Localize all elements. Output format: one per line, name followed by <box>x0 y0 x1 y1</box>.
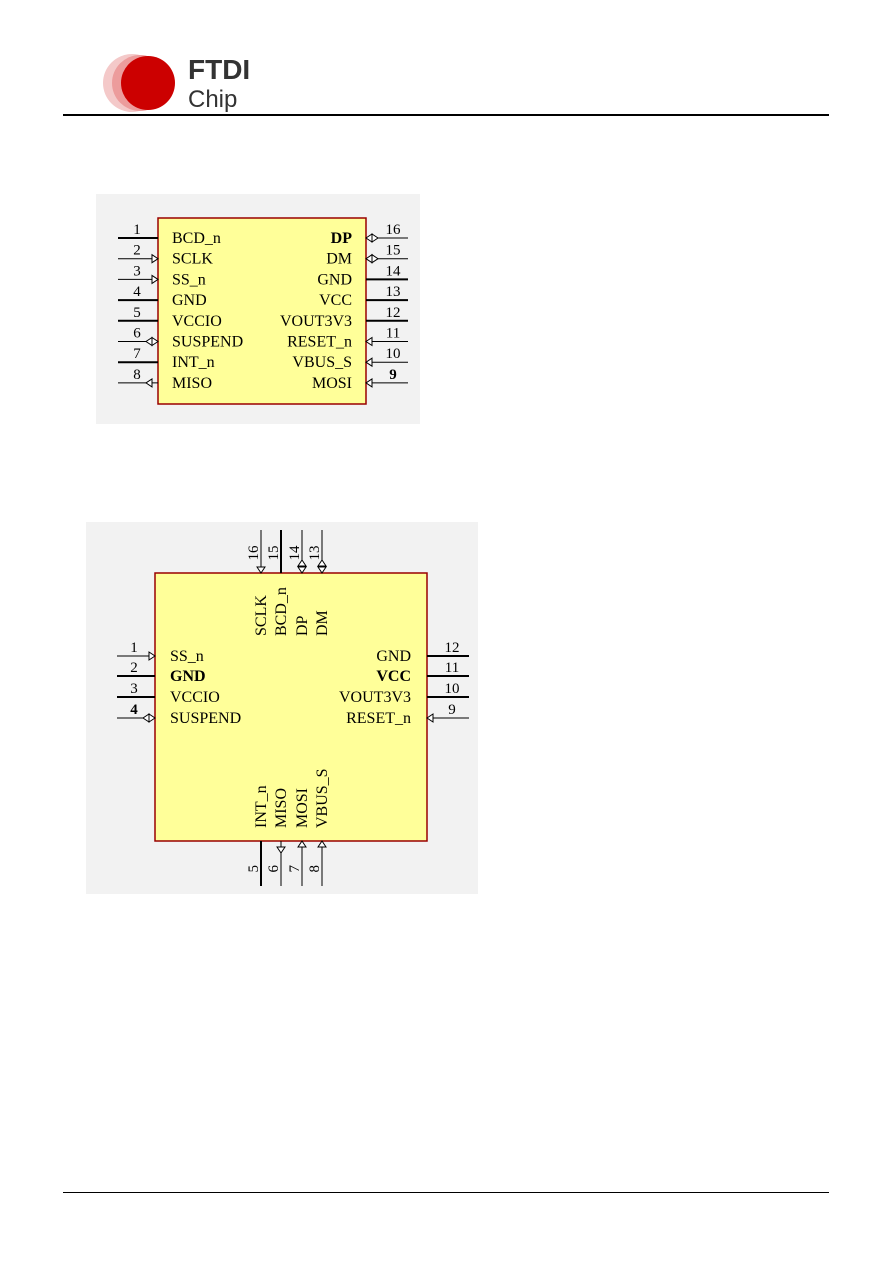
pin-arrow-in <box>317 840 327 848</box>
pin-label: BCD_n <box>172 230 221 247</box>
pin-number: 7 <box>133 346 141 362</box>
pin-label: INT_n <box>172 354 215 371</box>
pin-number: 1 <box>130 640 138 656</box>
pin-label: SS_n <box>172 271 206 288</box>
pin-number: 10 <box>386 346 401 362</box>
diagram-1-body <box>157 217 367 405</box>
pin-label: GND <box>317 271 352 288</box>
diagram-2-body <box>154 572 428 842</box>
pin-arrow-bidir <box>142 713 150 723</box>
pin-arrow-in <box>365 336 373 347</box>
pin-label: GND <box>170 668 206 685</box>
pin-number: 13 <box>307 546 323 561</box>
pin-number: 10 <box>445 681 460 697</box>
pin-label: SCLK <box>172 251 213 268</box>
logo-text-ftdi: FTDI <box>188 54 250 85</box>
pin-label: VCC <box>376 668 411 685</box>
pin-label: SCLK <box>253 595 270 636</box>
pin-label: SS_n <box>170 648 204 665</box>
pin-arrow-in <box>297 840 307 848</box>
pin-arrow-in <box>256 566 266 574</box>
pin-arrow-bidir <box>317 559 327 567</box>
pin-label: BCD_n <box>273 587 290 636</box>
pin-label: DM <box>314 610 331 636</box>
pin-label: VBUS_S <box>314 768 331 828</box>
pin-label: VOUT3V3 <box>339 689 411 706</box>
pin-arrow-bidir <box>145 336 153 347</box>
pin-number: 6 <box>266 865 282 873</box>
pin-number: 3 <box>130 681 138 697</box>
pin-label: SUSPEND <box>170 710 241 727</box>
footer-rule <box>63 1192 829 1193</box>
pin-arrow-in <box>426 713 434 723</box>
pin-number: 5 <box>133 305 141 321</box>
pin-number: 7 <box>287 865 303 873</box>
pin-number: 1 <box>133 222 141 238</box>
pin-arrow-out <box>145 377 153 388</box>
ftdi-chip-logo: FTDI Chip <box>103 54 250 113</box>
pin-arrow-in <box>151 253 159 264</box>
pin-number: 8 <box>133 367 141 383</box>
logo-text-chip: Chip <box>188 86 237 113</box>
pin-label: VCC <box>319 292 352 309</box>
pin-label: VCCIO <box>170 689 220 706</box>
pin-number: 12 <box>386 305 401 321</box>
pin-label: MISO <box>172 375 212 392</box>
pin-label: GND <box>172 292 207 309</box>
pin-arrow-in <box>148 651 156 661</box>
pin-number: 2 <box>133 243 141 259</box>
pin-number: 11 <box>445 660 459 676</box>
pin-label: MOSI <box>312 375 352 392</box>
pin-arrow-out <box>276 846 286 854</box>
pin-label: VOUT3V3 <box>280 313 352 330</box>
pin-number: 13 <box>386 284 401 300</box>
pin-arrow-bidir <box>297 559 307 567</box>
pin-number: 15 <box>386 243 401 259</box>
pin-number: 14 <box>287 545 303 561</box>
pin-label: GND <box>376 648 411 665</box>
pin-label: RESET_n <box>346 710 411 727</box>
pin-number: 6 <box>133 326 141 342</box>
pin-arrow-bidir <box>317 566 327 574</box>
pin-arrow-in <box>151 274 159 285</box>
pin-label: MISO <box>273 788 290 828</box>
pin-arrow-bidir <box>297 566 307 574</box>
pin-label: DP <box>331 230 353 247</box>
pin-arrow-bidir <box>371 233 379 243</box>
pin-number: 12 <box>445 640 460 656</box>
pin-label: RESET_n <box>287 334 352 351</box>
pin-label: VBUS_S <box>292 354 352 371</box>
pin-label: INT_n <box>253 785 270 828</box>
pin-number: 3 <box>133 263 141 279</box>
pin-number: 8 <box>307 865 323 873</box>
pin-arrow-in <box>365 357 373 368</box>
pin-label: VCCIO <box>172 313 222 330</box>
pin-number: 5 <box>246 865 262 873</box>
pin-number: 14 <box>386 263 402 279</box>
pin-number: 16 <box>246 545 262 561</box>
pin-arrow-bidir <box>371 253 379 264</box>
pin-number: 15 <box>266 546 282 561</box>
header-rule <box>63 114 829 116</box>
pin-label: DP <box>294 615 311 636</box>
pin-label: SUSPEND <box>172 334 243 351</box>
pin-label: MOSI <box>294 788 311 828</box>
pin-label: DM <box>326 251 352 268</box>
pin-number: 11 <box>386 326 400 342</box>
pin-number: 4 <box>133 284 141 300</box>
pin-number: 4 <box>130 702 138 718</box>
pin-number: 16 <box>386 222 402 238</box>
pin-number: 2 <box>130 660 138 676</box>
pin-arrow-in <box>365 377 373 388</box>
pin-number: 9 <box>389 367 397 383</box>
pin-number: 9 <box>448 702 456 718</box>
